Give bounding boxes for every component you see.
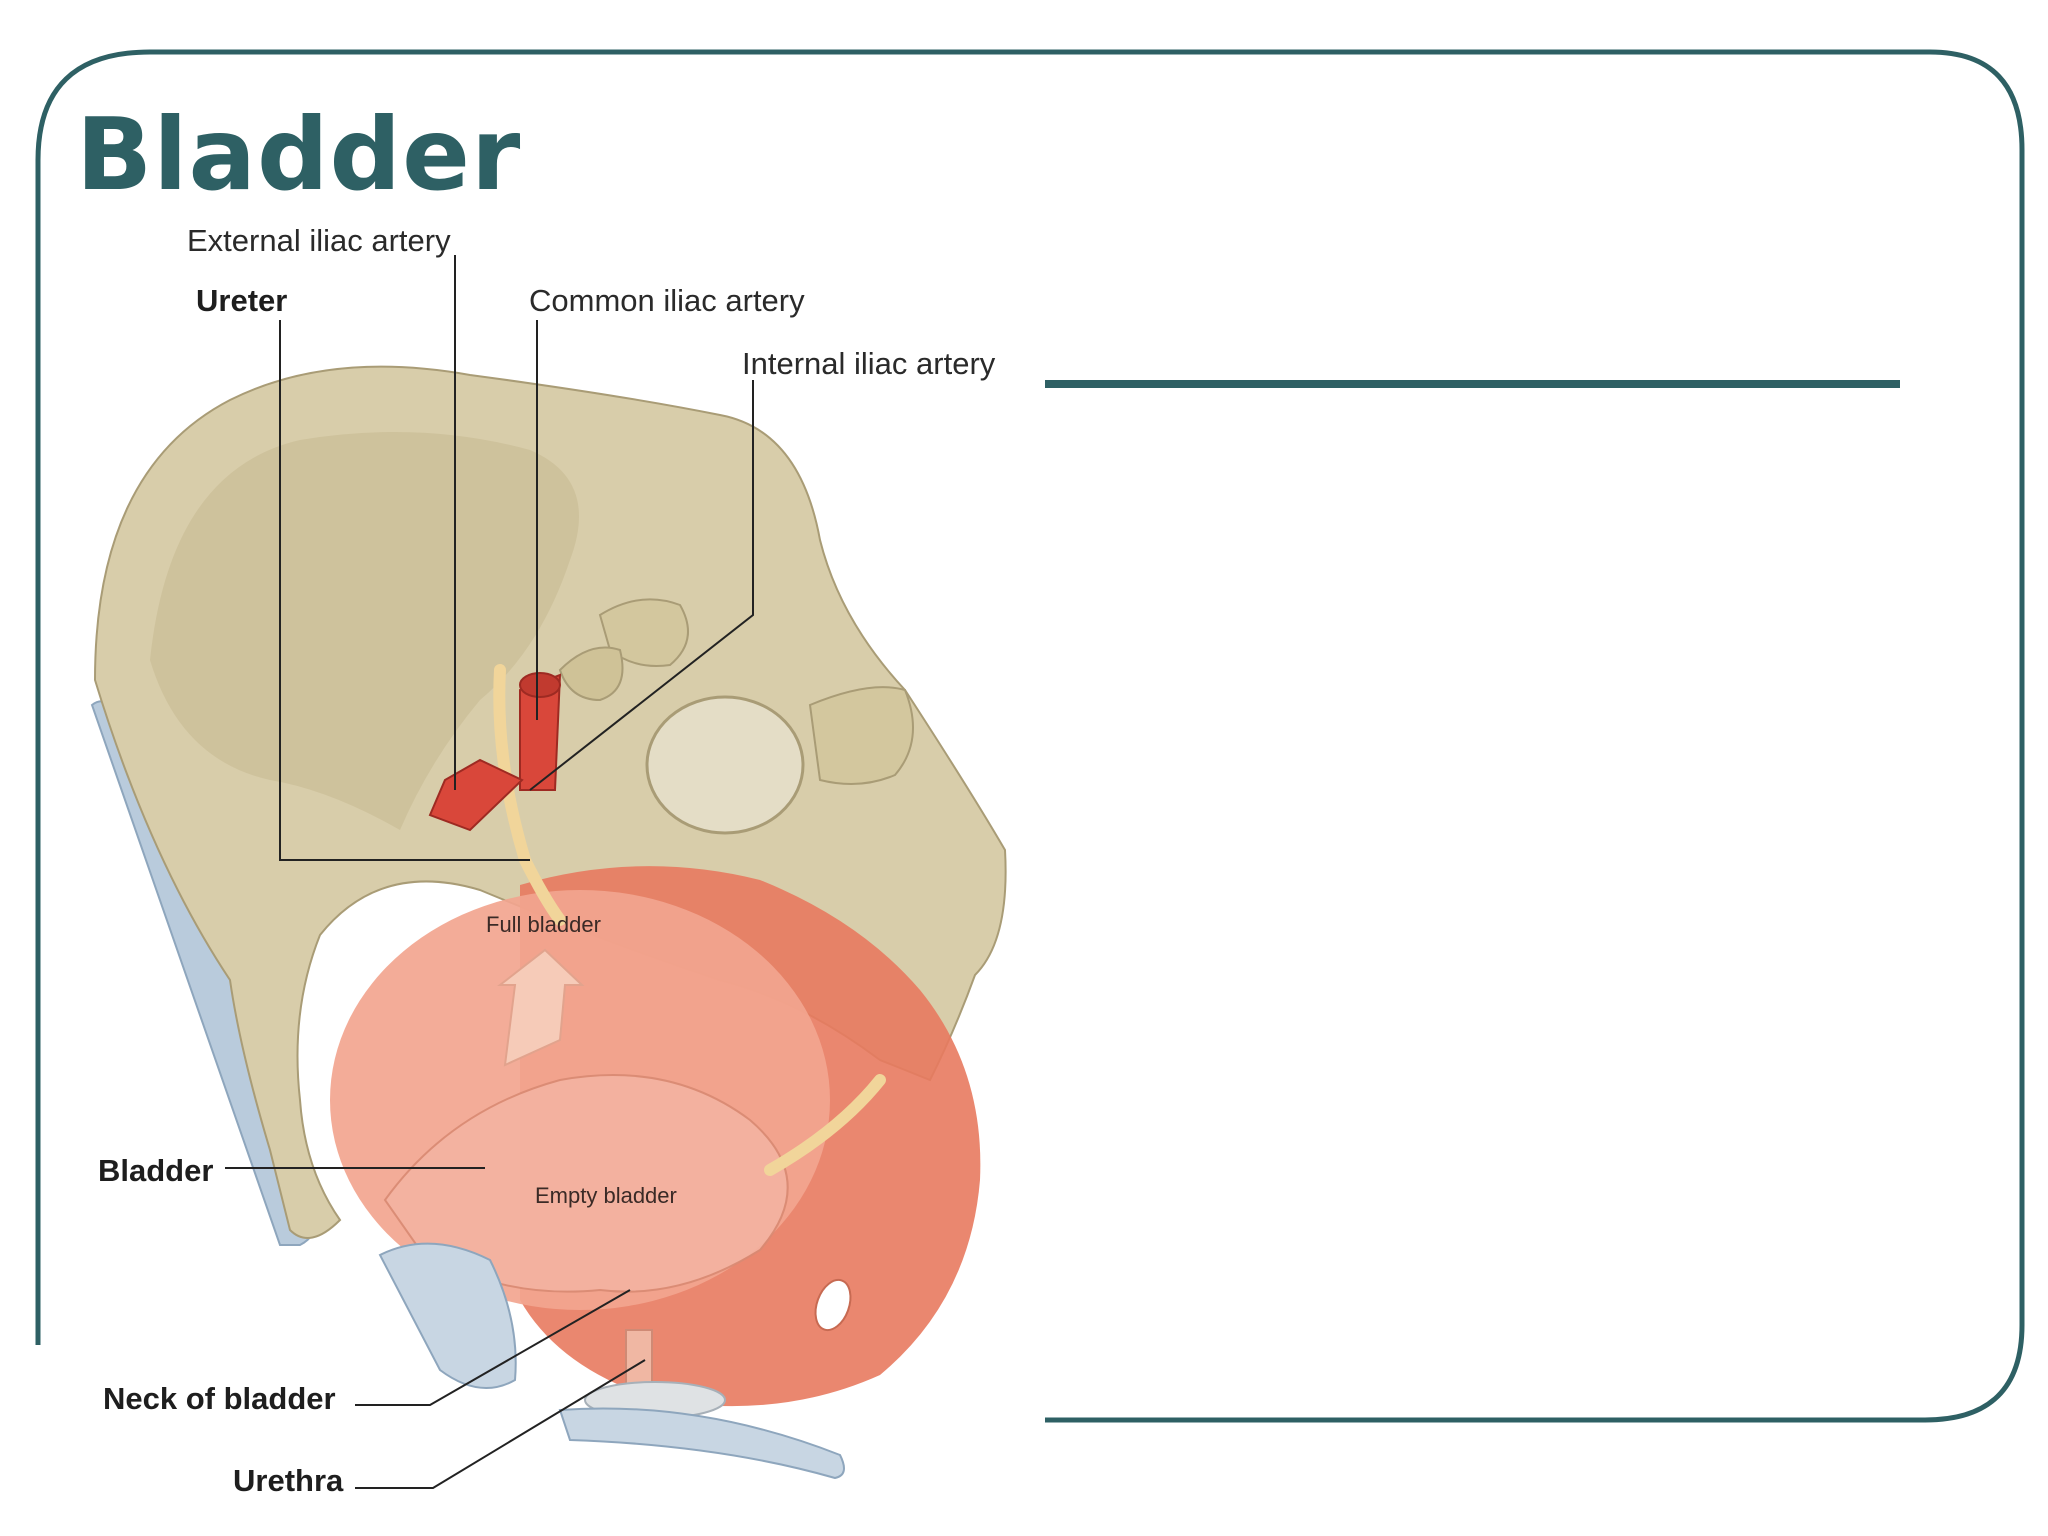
empty-bladder-shape [383,1074,789,1293]
expansion-arrow [497,948,585,1067]
pelvis-illustration [90,255,1007,1489]
slide-title: Bladder [76,96,522,213]
sacral-process-3 [558,646,624,702]
leader-urethra [355,1359,646,1489]
leader-internal-iliac [529,380,754,791]
iliac-fossa [150,432,579,830]
external-iliac-artery [428,758,524,832]
label-common-iliac-artery: Common iliac artery [529,283,805,318]
label-urethra: Urethra [233,1463,344,1498]
pubic-bone [378,1242,517,1389]
ureter-tube-2 [764,1074,886,1176]
sacral-vertebra [645,695,805,835]
label-ureter: Ureter [196,283,288,318]
artery-cross-section [519,672,561,698]
label-internal-iliac-artery: Internal iliac artery [742,346,996,381]
leader-lines [225,255,754,1489]
frame-border [35,49,2025,1423]
label-external-iliac-artery: External iliac artery [187,223,451,258]
leader-ureter [279,320,530,861]
label-full-bladder: Full bladder [486,912,601,937]
obturator-foramen [814,1278,852,1332]
ureter-tube [493,664,566,926]
sacral-process-2 [598,598,689,667]
lower-ligament [558,1407,845,1480]
label-empty-bladder: Empty bladder [535,1183,677,1208]
label-neck-of-bladder: Neck of bladder [103,1381,336,1416]
leader-neck [355,1289,631,1406]
label-bladder: Bladder [98,1153,214,1188]
sacral-process [808,686,914,785]
